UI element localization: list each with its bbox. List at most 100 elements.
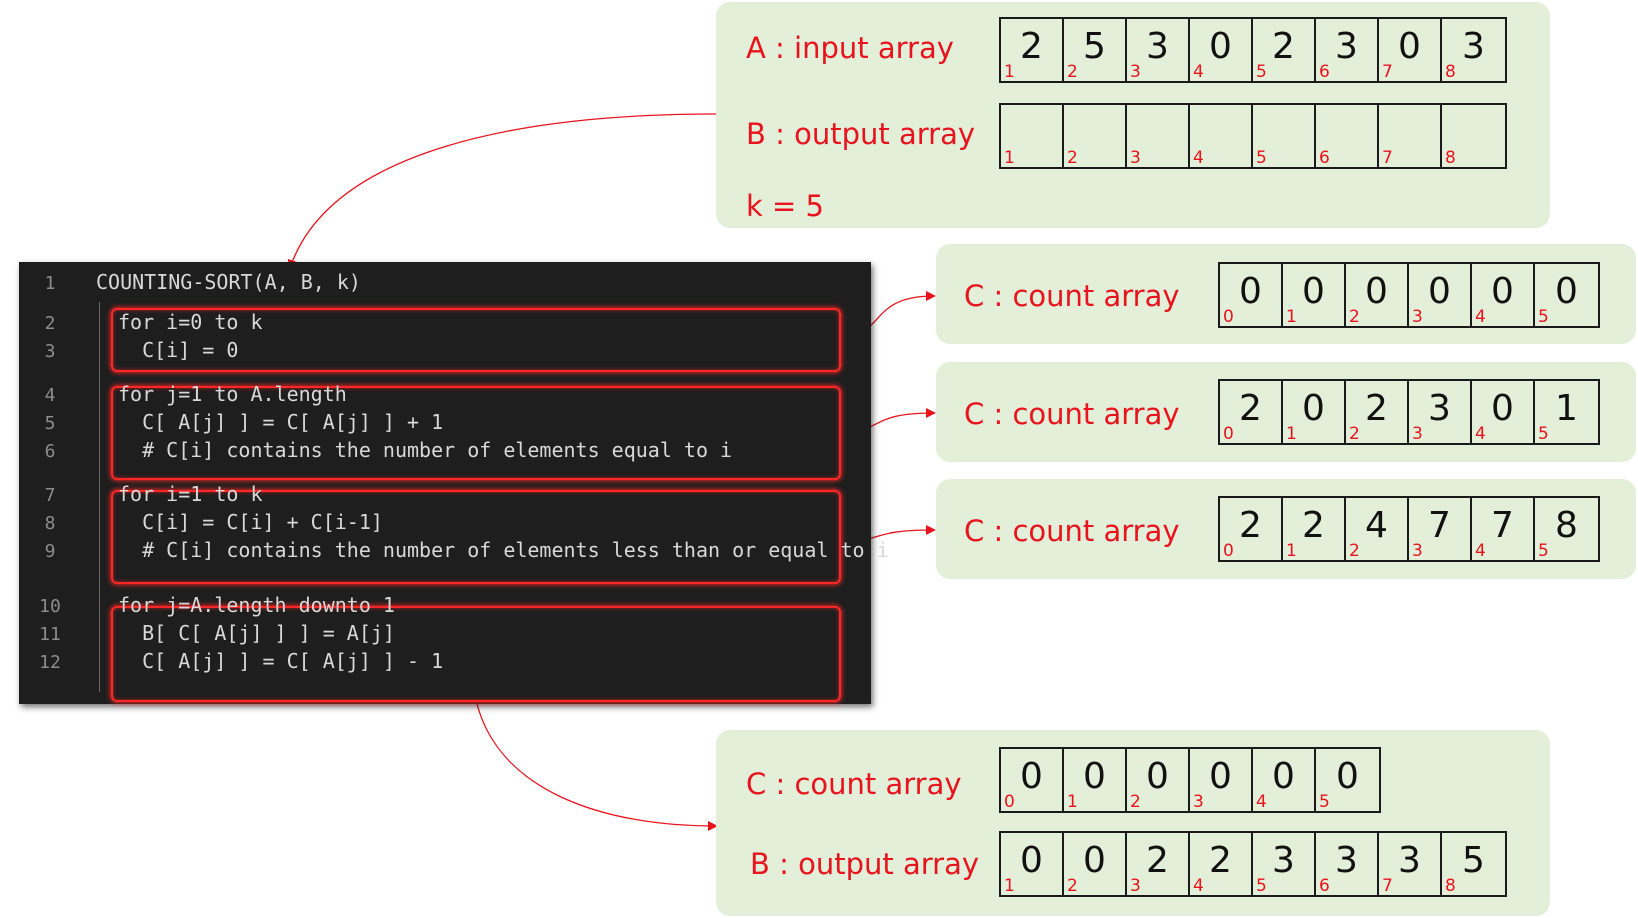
line-number: 7: [44, 485, 56, 506]
cell-index: 1: [1004, 62, 1015, 82]
array-cell: 4: [1190, 105, 1253, 167]
array-cell: 3: [1127, 105, 1190, 167]
cell-index: 3: [1130, 62, 1141, 82]
code-line: COUNTING-SORT(A, B, k): [96, 270, 361, 294]
cell-index: 3: [1130, 876, 1141, 896]
cell-value: 0: [1428, 271, 1451, 312]
cell-value: 0: [1209, 26, 1232, 67]
cell-value: 0: [1083, 756, 1106, 797]
cell-index: 1: [1004, 876, 1015, 896]
cell-value: 3: [1146, 26, 1169, 67]
cell-index: 8: [1445, 62, 1456, 82]
code-line: B[ C[ A[j] ] ] = A[j]: [118, 621, 395, 645]
cell-index: 3: [1193, 792, 1204, 812]
cell-index: 0: [1223, 307, 1234, 327]
line-number: 8: [44, 513, 56, 534]
cell-index: 2: [1067, 876, 1078, 896]
cell-value: 0: [1209, 756, 1232, 797]
cell-index: 1: [1286, 541, 1297, 561]
cell-index: 5: [1538, 424, 1549, 444]
code-line: for i=0 to k: [118, 310, 263, 334]
code-line: # C[i] contains the number of elements l…: [118, 538, 889, 562]
cell-index: 5: [1538, 307, 1549, 327]
cell-value: 0: [1491, 271, 1514, 312]
arrow-input-to-code: [287, 113, 717, 270]
cell-index: 0: [1004, 792, 1015, 812]
cell-value: 0: [1020, 756, 1043, 797]
cell-value: 2: [1302, 505, 1325, 546]
cell-index: 3: [1130, 148, 1141, 168]
cell-index: 2: [1349, 424, 1360, 444]
cell-value: 7: [1428, 505, 1451, 546]
cell-index: 7: [1382, 148, 1393, 168]
cell-index: 4: [1193, 876, 1204, 896]
array-cell: 6: [1316, 105, 1379, 167]
cell-index: 7: [1382, 876, 1393, 896]
array-cell: 1: [1001, 105, 1064, 167]
cell-value: 0: [1302, 271, 1325, 312]
cell-value: 3: [1272, 840, 1295, 881]
code-line: C[ A[j] ] = C[ A[j] ] + 1: [118, 410, 444, 434]
cell-value: 2: [1239, 505, 1262, 546]
line-number: 11: [39, 624, 61, 645]
k-label: k = 5: [746, 189, 824, 223]
cell-value: 2: [1209, 840, 1232, 881]
cell-value: 5: [1462, 840, 1485, 881]
cell-index: 8: [1445, 876, 1456, 896]
cell-value: 3: [1398, 840, 1421, 881]
cell-index: 6: [1319, 876, 1330, 896]
code-line: C[ A[j] ] = C[ A[j] ] - 1: [118, 649, 444, 673]
array-cell: 7: [1379, 105, 1442, 167]
highlight-prefix-loop: [111, 490, 841, 584]
cell-value: 0: [1239, 271, 1262, 312]
cell-value: 3: [1335, 26, 1358, 67]
cell-index: 5: [1256, 876, 1267, 896]
cell-index: 2: [1067, 62, 1078, 82]
code-line: C[i] = C[i] + C[i-1]: [118, 510, 383, 534]
cell-index: 2: [1349, 541, 1360, 561]
cell-value: 0: [1398, 26, 1421, 67]
highlight-place-loop: [111, 606, 841, 702]
cell-value: 2: [1239, 388, 1262, 429]
cell-value: 8: [1555, 505, 1578, 546]
count-array-label: C : count array: [964, 514, 1180, 548]
highlight-count-loop: [111, 386, 841, 480]
cell-index: 6: [1319, 62, 1330, 82]
cell-index: 2: [1130, 792, 1141, 812]
cell-value: 4: [1365, 505, 1388, 546]
cell-index: 3: [1412, 424, 1423, 444]
cell-value: 2: [1365, 388, 1388, 429]
cell-index: 2: [1067, 148, 1078, 168]
